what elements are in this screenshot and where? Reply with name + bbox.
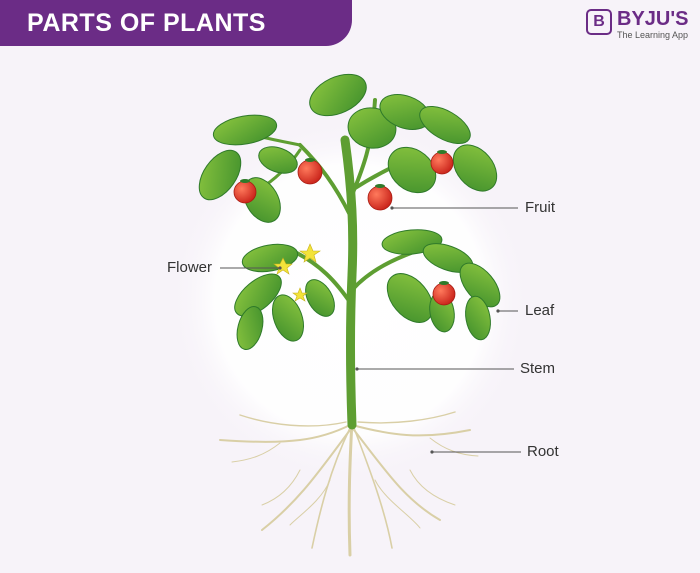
- page-title: PARTS OF PLANTS: [27, 9, 266, 37]
- flower-mark: [299, 243, 321, 263]
- flowers: [273, 243, 321, 302]
- fruit-mark: [367, 185, 393, 211]
- leader-lines: [220, 207, 521, 453]
- flower-mark: [292, 287, 308, 302]
- brand-logo: B BYJU'S The Learning App: [586, 8, 696, 43]
- fruit-mark: [233, 180, 257, 204]
- title-banner: PARTS OF PLANTS: [0, 0, 352, 46]
- leader-dots: [278, 206, 500, 454]
- roots: [219, 411, 479, 557]
- brand-tagline: The Learning App: [617, 30, 689, 40]
- label-leaf: Leaf: [525, 302, 555, 319]
- label-stem: Stem: [520, 360, 556, 377]
- label-root: Root: [527, 443, 559, 460]
- fruit-mark: [430, 151, 454, 175]
- label-flower: Flower: [167, 259, 213, 276]
- brand-mark-icon: B: [586, 9, 612, 35]
- fruit-mark: [432, 282, 456, 306]
- fruits: [233, 151, 456, 306]
- flower-mark: [273, 257, 293, 275]
- fruit-mark: [297, 159, 323, 185]
- brand-name: BYJU'S: [617, 8, 689, 30]
- label-fruit: Fruit: [525, 199, 555, 216]
- fruit-calyxes: [240, 150, 449, 285]
